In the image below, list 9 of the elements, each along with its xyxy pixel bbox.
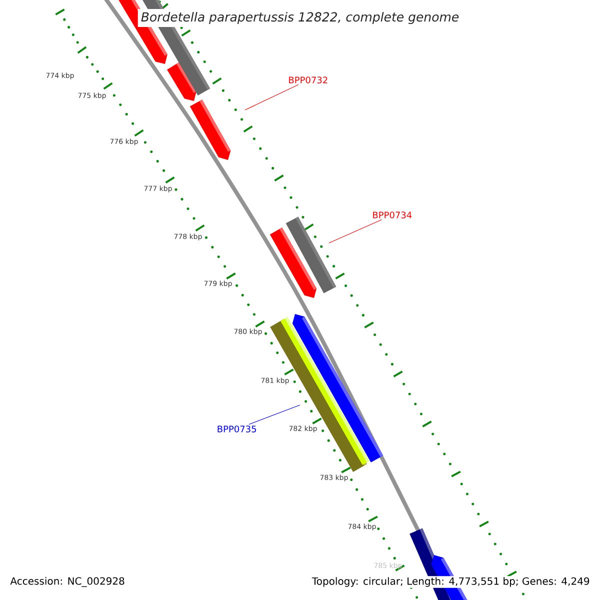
leader-line — [244, 84, 299, 110]
gene-label: BPP0732 — [289, 76, 328, 84]
accession-label: Accession: NC_002928 — [10, 577, 124, 587]
leader-line — [248, 404, 300, 425]
genome-info: Topology: circular; Length: 4,773,551 bp; Genes: 4,249 — [310, 576, 591, 588]
gene-label: BPP0734 — [373, 212, 412, 218]
gene-label: BPP0735 — [218, 426, 256, 432]
leader-line — [328, 219, 382, 244]
title: Bordetella parapertussis 12822, complete genome — [138, 8, 462, 28]
